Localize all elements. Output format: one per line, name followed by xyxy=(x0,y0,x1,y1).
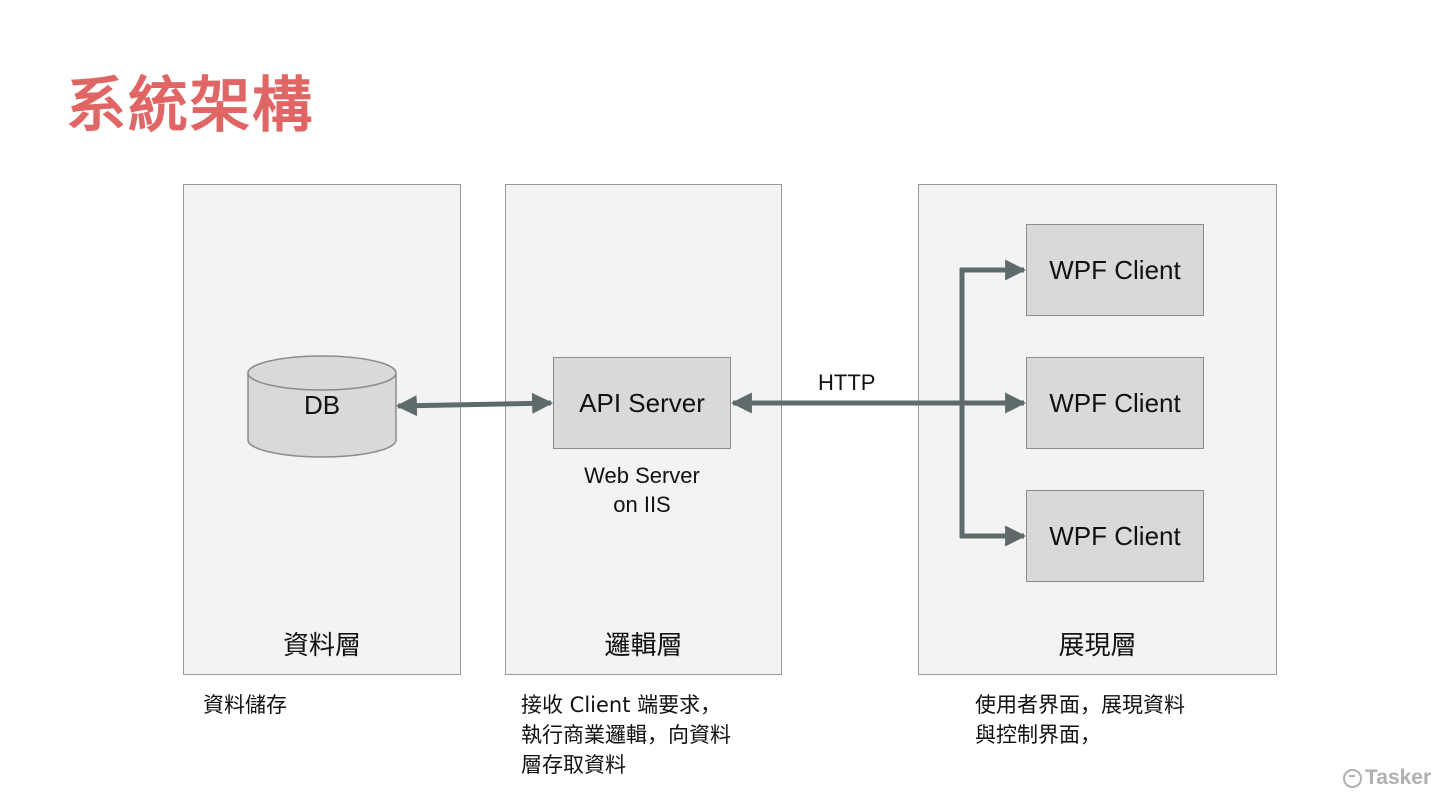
wpf-client-node-1: WPF Client xyxy=(1026,224,1204,316)
page-title: 系統架構 xyxy=(66,71,314,141)
api-server-node: API Server xyxy=(553,357,731,449)
db-label: DB xyxy=(303,390,341,420)
api-caption-line2: on IIS xyxy=(613,492,671,517)
api-server-caption: Web Server on IIS xyxy=(553,461,731,519)
http-label: HTTP xyxy=(818,370,876,395)
logic-layer-label: 邏輯層 xyxy=(604,631,683,661)
tasker-logo-icon xyxy=(1343,768,1362,788)
api-caption-line1: Web Server xyxy=(584,463,700,488)
tasker-logo: Tasker xyxy=(1343,766,1431,790)
data-layer-label: 資料層 xyxy=(282,631,361,661)
logic-layer-description: 接收 Client 端要求， 執行商業邏輯，向資料 層存取資料 xyxy=(521,693,731,777)
db-cylinder-icon xyxy=(247,355,397,458)
wpf-client-node-3: WPF Client xyxy=(1026,490,1204,582)
wpf-client-node-2: WPF Client xyxy=(1026,357,1204,449)
presentation-layer-description: 使用者界面，展現資料 與控制界面， xyxy=(975,693,1185,747)
tasker-logo-text: Tasker xyxy=(1365,766,1432,789)
wpf-client-label-3: WPF Client xyxy=(1049,520,1181,551)
presentation-layer-label: 展現層 xyxy=(1058,631,1137,661)
data-layer-description: 資料儲存 xyxy=(203,693,287,717)
wpf-client-label-2: WPF Client xyxy=(1049,387,1181,418)
wpf-client-label-1: WPF Client xyxy=(1049,254,1181,285)
api-server-label: API Server xyxy=(579,387,705,418)
db-api-arrow xyxy=(395,392,554,417)
